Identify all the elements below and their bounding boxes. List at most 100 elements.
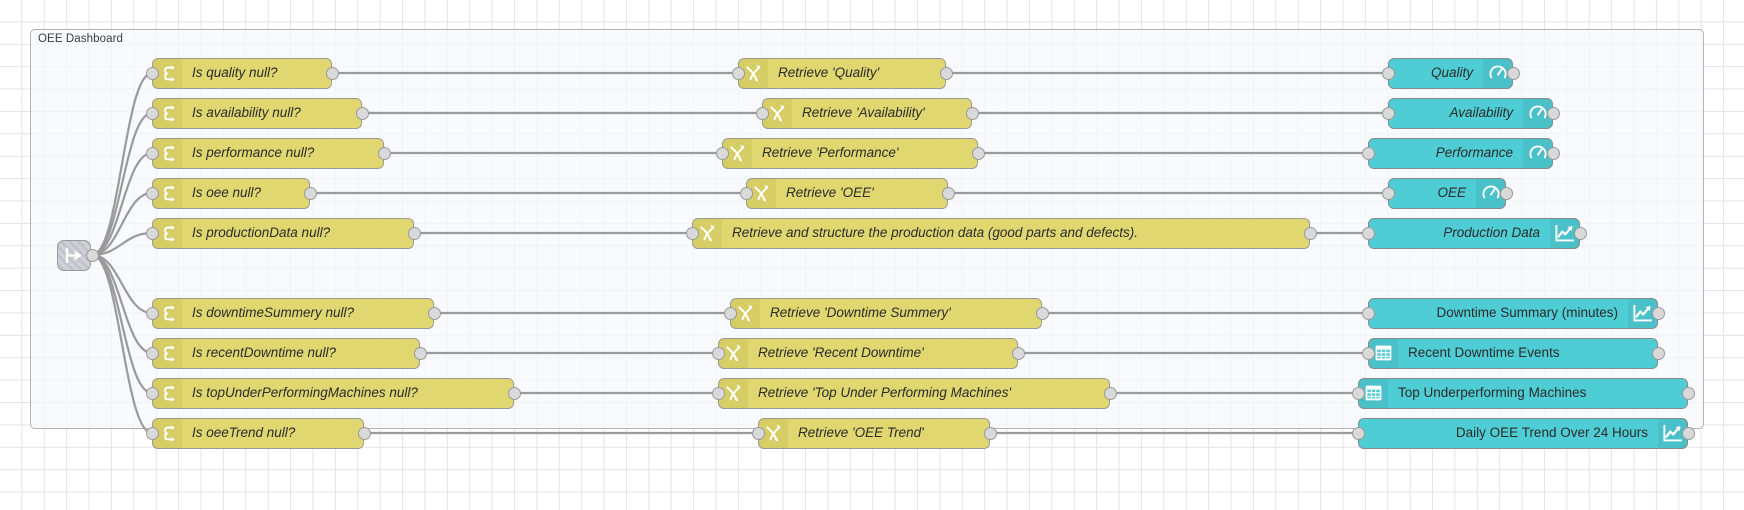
switch-node-quality[interactable]: Is quality null? [152,57,332,89]
change-node-availability[interactable]: Retrieve 'Availability' [762,97,972,129]
dashboard-node-performance-label: Performance [1369,138,1523,168]
dashboard-node-availability-label: Availability [1389,98,1523,128]
dashboard-node-recent-downtime[interactable]: Recent Downtime Events [1368,337,1658,369]
dashboard-output-port-recent-downtime[interactable] [1651,346,1665,360]
switch-output-port-oee-trend[interactable] [357,426,371,440]
switch-output-port-downtime-summary[interactable] [427,306,441,320]
switch-output-port-availability[interactable] [355,106,369,120]
switch-node-top-underperforming-label: Is topUnderPerformingMachines null? [182,378,513,408]
switch-input-port-top-underperforming[interactable] [145,386,159,400]
dashboard-output-port-oee[interactable] [1499,186,1513,200]
switch-icon [153,138,182,168]
switch-output-port-production-data[interactable] [407,226,421,240]
dashboard-node-recent-downtime-label: Recent Downtime Events [1398,338,1657,368]
switch-node-top-underperforming[interactable]: Is topUnderPerformingMachines null? [152,377,514,409]
switch-output-port-quality[interactable] [325,66,339,80]
link-in-output-port[interactable] [85,248,99,262]
dashboard-node-performance[interactable]: Performance [1368,137,1553,169]
change-icon [739,58,768,88]
dashboard-output-port-top-underperforming[interactable] [1681,386,1695,400]
dashboard-input-port-top-underperforming[interactable] [1351,386,1365,400]
change-input-port-oee[interactable] [739,186,753,200]
change-output-port-quality[interactable] [939,66,953,80]
dashboard-output-port-oee-trend[interactable] [1681,426,1695,440]
change-node-oee-trend[interactable]: Retrieve 'OEE Trend' [758,417,990,449]
dashboard-node-quality-label: Quality [1389,58,1483,88]
change-output-port-performance[interactable] [971,146,985,160]
switch-output-port-performance[interactable] [377,146,391,160]
switch-output-port-oee[interactable] [303,186,317,200]
dashboard-input-port-performance[interactable] [1361,146,1375,160]
change-input-port-top-underperforming[interactable] [711,386,725,400]
dashboard-input-port-recent-downtime[interactable] [1361,346,1375,360]
change-output-port-oee-trend[interactable] [983,426,997,440]
change-node-oee[interactable]: Retrieve 'OEE' [746,177,948,209]
dashboard-input-port-oee[interactable] [1381,186,1395,200]
change-input-port-production-data[interactable] [685,226,699,240]
dashboard-output-port-downtime-summary[interactable] [1651,306,1665,320]
dashboard-node-downtime-summary[interactable]: Downtime Summary (minutes) [1368,297,1658,329]
change-input-port-oee-trend[interactable] [751,426,765,440]
switch-node-recent-downtime-label: Is recentDowntime null? [182,338,419,368]
change-node-downtime-summary[interactable]: Retrieve 'Downtime Summery' [730,297,1042,329]
change-input-port-performance[interactable] [715,146,729,160]
change-node-oee-label: Retrieve 'OEE' [776,178,947,208]
change-input-port-availability[interactable] [755,106,769,120]
switch-node-performance-label: Is performance null? [182,138,383,168]
switch-node-oee[interactable]: Is oee null? [152,177,310,209]
dashboard-node-availability[interactable]: Availability [1388,97,1553,129]
dashboard-input-port-quality[interactable] [1381,66,1395,80]
switch-input-port-availability[interactable] [145,106,159,120]
dashboard-output-port-availability[interactable] [1546,106,1560,120]
dashboard-input-port-oee-trend[interactable] [1351,426,1365,440]
change-output-port-recent-downtime[interactable] [1011,346,1025,360]
change-output-port-production-data[interactable] [1303,226,1317,240]
change-input-port-recent-downtime[interactable] [711,346,725,360]
dashboard-input-port-downtime-summary[interactable] [1361,306,1375,320]
switch-input-port-recent-downtime[interactable] [145,346,159,360]
switch-node-downtime-summary[interactable]: Is downtimeSummery null? [152,297,434,329]
dashboard-output-port-performance[interactable] [1546,146,1560,160]
switch-output-port-recent-downtime[interactable] [413,346,427,360]
switch-input-port-performance[interactable] [145,146,159,160]
switch-node-downtime-summary-label: Is downtimeSummery null? [182,298,433,328]
switch-node-production-data[interactable]: Is productionData null? [152,217,414,249]
dashboard-output-port-quality[interactable] [1506,66,1520,80]
switch-output-port-top-underperforming[interactable] [507,386,521,400]
change-node-downtime-summary-label: Retrieve 'Downtime Summery' [760,298,1041,328]
dashboard-node-top-underperforming-label: Top Underperforming Machines [1388,378,1687,408]
dashboard-node-downtime-summary-label: Downtime Summary (minutes) [1369,298,1628,328]
dashboard-node-oee-trend-label: Daily OEE Trend Over 24 Hours [1359,418,1658,448]
change-output-port-downtime-summary[interactable] [1035,306,1049,320]
switch-input-port-oee-trend[interactable] [145,426,159,440]
dashboard-input-port-production-data[interactable] [1361,226,1375,240]
change-output-port-top-underperforming[interactable] [1103,386,1117,400]
change-node-recent-downtime[interactable]: Retrieve 'Recent Downtime' [718,337,1018,369]
link-in-icon [64,247,84,264]
change-node-top-underperforming[interactable]: Retrieve 'Top Under Performing Machines' [718,377,1110,409]
change-node-performance[interactable]: Retrieve 'Performance' [722,137,978,169]
change-node-production-data[interactable]: Retrieve and structure the production da… [692,217,1310,249]
switch-node-performance[interactable]: Is performance null? [152,137,384,169]
switch-node-recent-downtime[interactable]: Is recentDowntime null? [152,337,420,369]
dashboard-node-production-data[interactable]: Production Data [1368,217,1580,249]
switch-input-port-oee[interactable] [145,186,159,200]
change-input-port-quality[interactable] [731,66,745,80]
dashboard-node-quality[interactable]: Quality [1388,57,1513,89]
dashboard-output-port-production-data[interactable] [1573,226,1587,240]
switch-input-port-downtime-summary[interactable] [145,306,159,320]
dashboard-input-port-availability[interactable] [1381,106,1395,120]
change-node-performance-label: Retrieve 'Performance' [752,138,977,168]
change-node-quality[interactable]: Retrieve 'Quality' [738,57,946,89]
switch-node-oee-trend[interactable]: Is oeeTrend null? [152,417,364,449]
switch-input-port-production-data[interactable] [145,226,159,240]
switch-node-availability[interactable]: Is availability null? [152,97,362,129]
change-output-port-availability[interactable] [965,106,979,120]
change-input-port-downtime-summary[interactable] [723,306,737,320]
dashboard-node-top-underperforming[interactable]: Top Underperforming Machines [1358,377,1688,409]
switch-input-port-quality[interactable] [145,66,159,80]
dashboard-node-oee[interactable]: OEE [1388,177,1506,209]
change-output-port-oee[interactable] [941,186,955,200]
dashboard-node-oee-trend[interactable]: Daily OEE Trend Over 24 Hours [1358,417,1688,449]
